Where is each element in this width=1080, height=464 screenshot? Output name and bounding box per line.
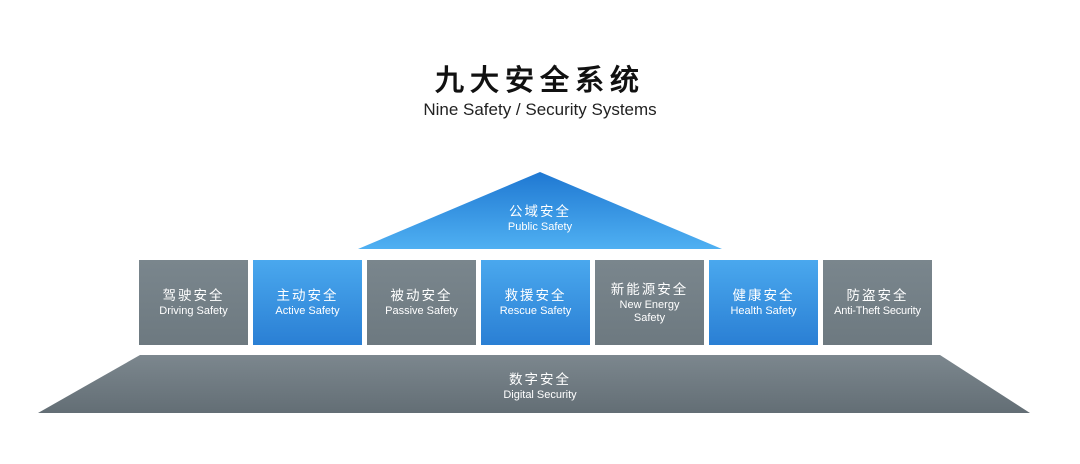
pillar-label-zh: 主动安全 [276,288,339,304]
pillar-driving-safety: 驾驶安全 Driving Safety [139,260,248,345]
pillar-label-en: Driving Safety [159,305,228,317]
roof-label: 公域安全 Public Safety [440,203,640,234]
pillar-passive-safety: 被动安全 Passive Safety [367,260,476,345]
pillar-label-zh: 驾驶安全 [162,288,225,304]
diagram-title: 九大安全系统 [434,63,645,97]
pillar-anti-theft-security: 防盗安全 Anti-Theft Security [823,260,932,345]
pillar-label-en: Active Safety [275,305,340,317]
pillar-label-zh: 健康安全 [732,288,795,304]
roof-label-en: Public Safety [507,221,573,233]
pillar-health-safety: 健康安全 Health Safety [709,260,818,345]
pillar-rescue-safety: 救援安全 Rescue Safety [481,260,590,345]
pillar-label-en: New Energy Safety [619,298,680,324]
pillar-label-en: Health Safety [730,305,797,317]
roof-label-zh: 公域安全 [509,204,571,220]
roof-triangle [358,172,722,249]
pillar-label-en: Passive Safety [385,305,458,317]
pillar-label-zh: 救援安全 [504,288,567,304]
base-trapezoid [38,355,1030,413]
base-label-en: Digital Security [503,389,577,401]
pillar-new-energy-safety: 新能源安全 New Energy Safety [595,260,704,345]
base-label: 数字安全 Digital Security [390,371,690,402]
pillar-label-en: Anti-Theft Security [834,305,921,317]
pillar-label-zh: 防盗安全 [846,288,909,304]
pillar-label-zh: 被动安全 [390,288,453,304]
base-label-zh: 数字安全 [509,372,571,388]
pillar-label-zh: 新能源安全 [610,281,689,298]
pillar-active-safety: 主动安全 Active Safety [253,260,362,345]
pillar-label-en: Rescue Safety [499,305,572,317]
diagram-subtitle: Nine Safety / Security Systems [423,100,657,119]
